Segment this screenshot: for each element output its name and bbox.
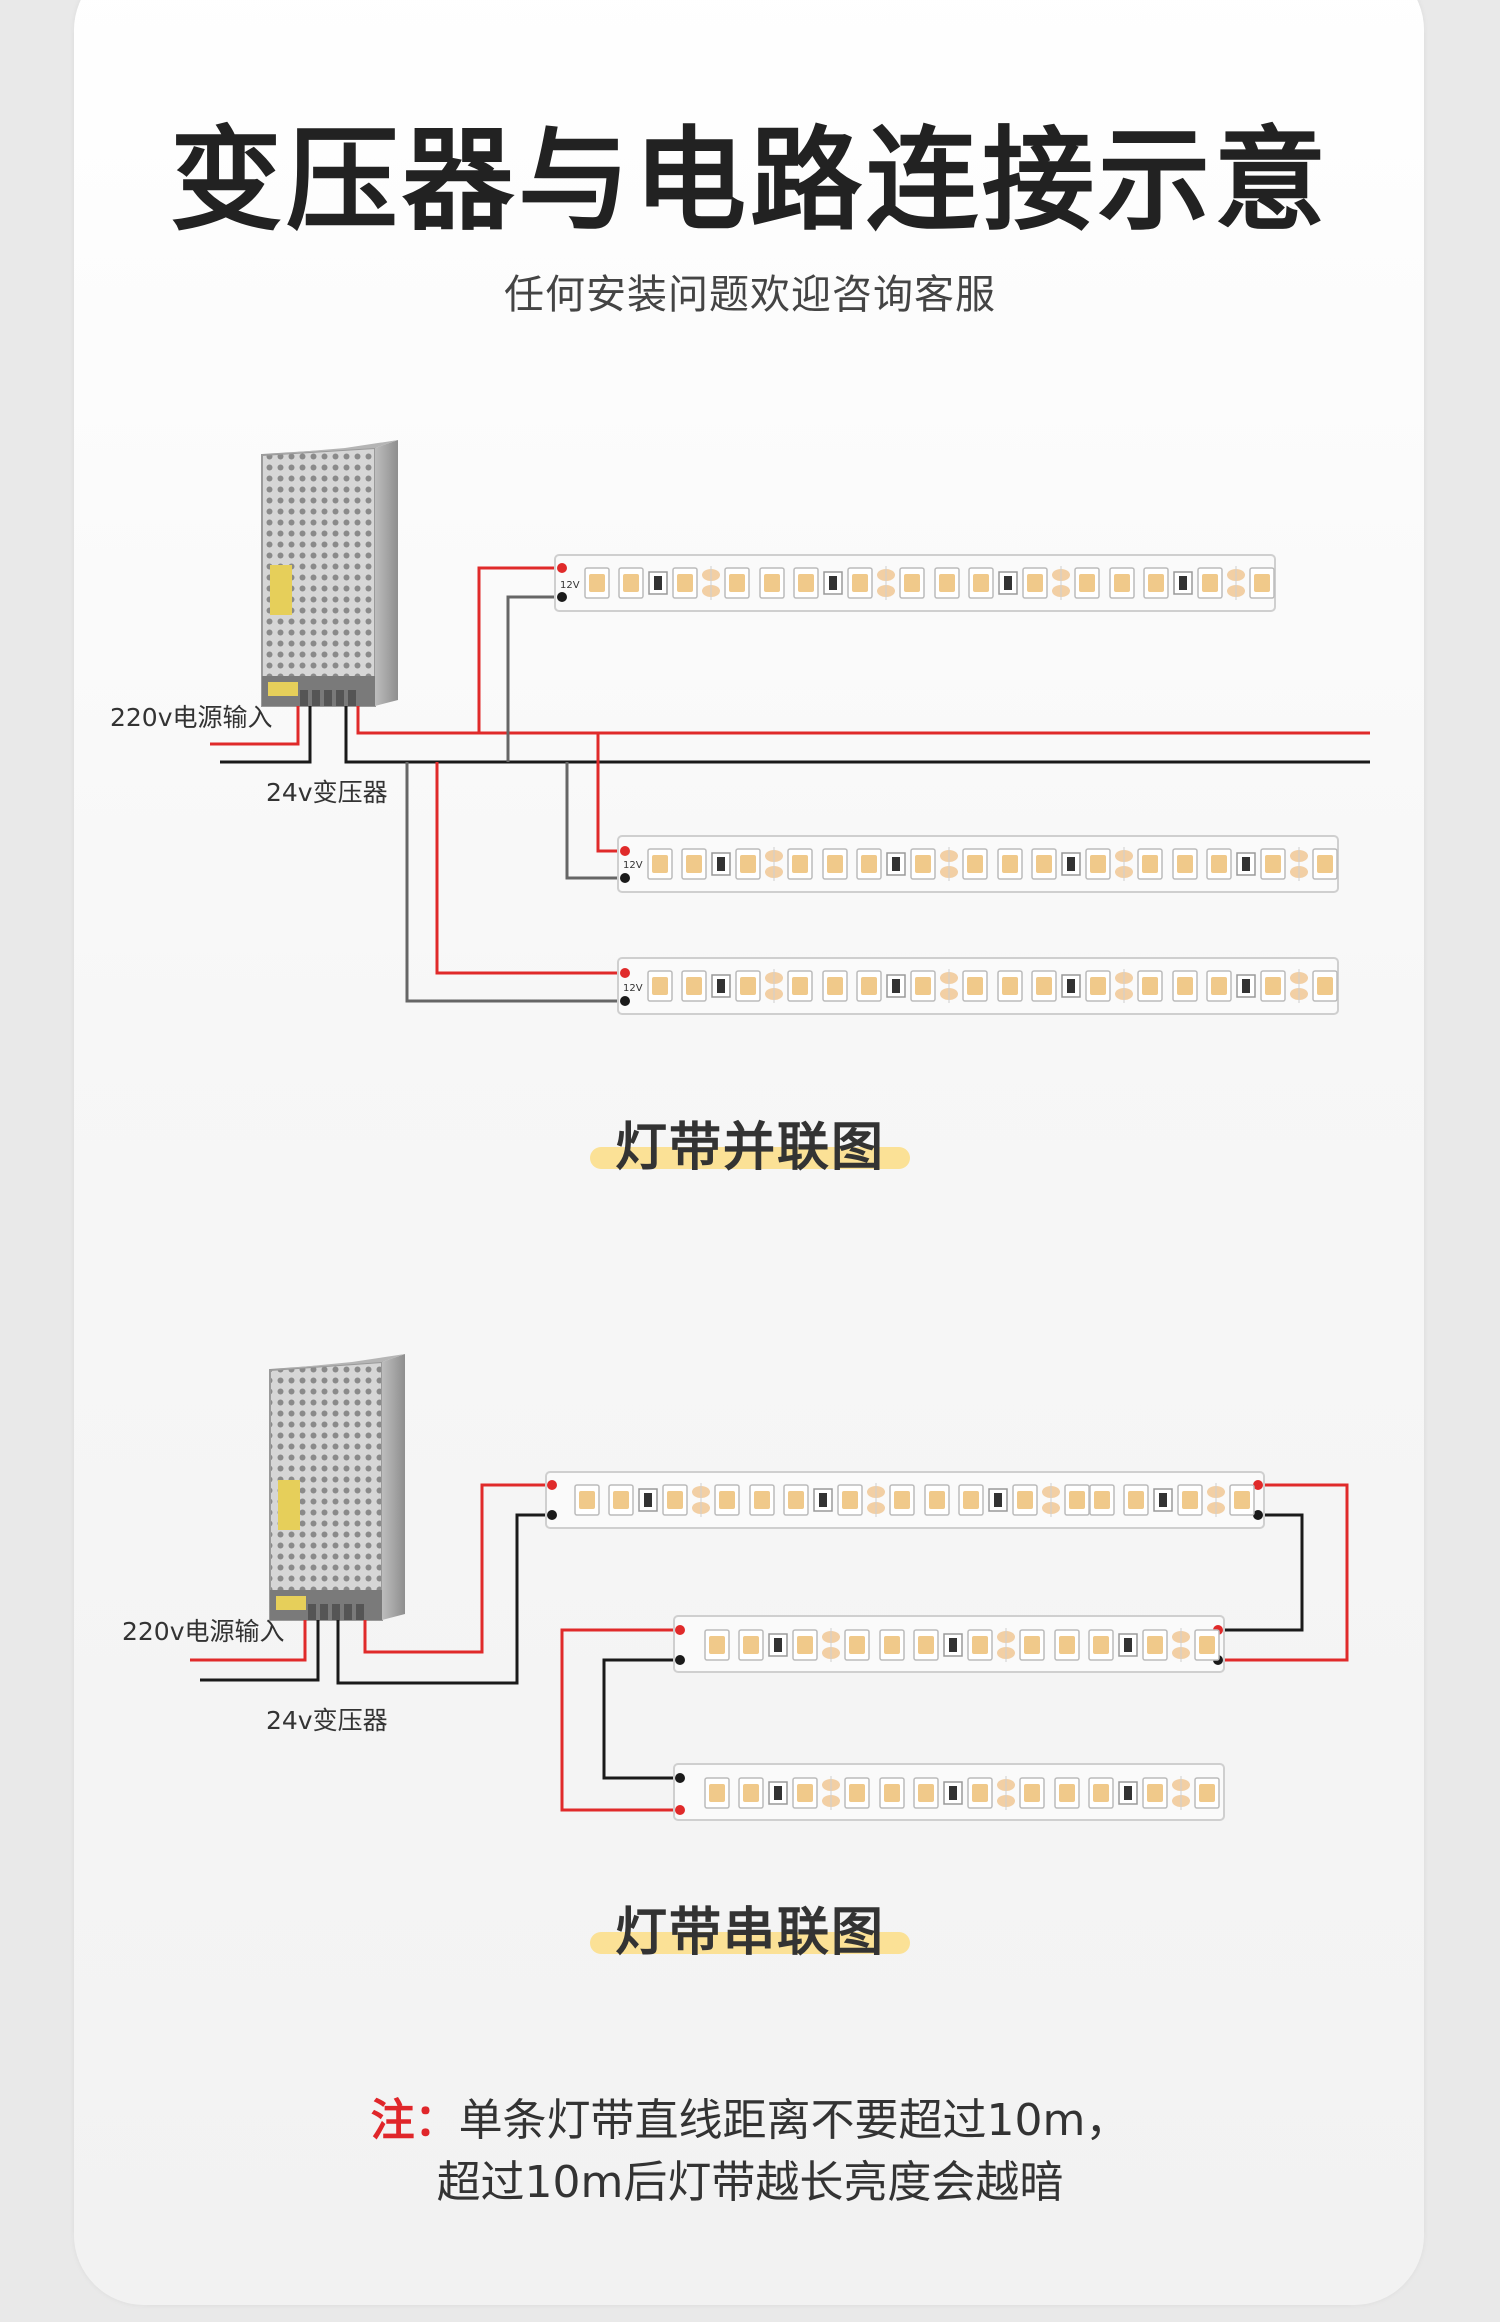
parallel-caption: 灯带并联图 [0, 1105, 1500, 1180]
note-prefix: 注： [370, 2095, 459, 2146]
input-wire-live [210, 706, 300, 746]
page-title: 变压器与电路连接示意 [170, 116, 1330, 246]
svg-text:12V: 12V [560, 580, 580, 591]
input-wire-neutral [220, 706, 312, 764]
parallel-caption-text: 灯带并联图 [614, 1118, 885, 1178]
note: 注：单条灯带直线距离不要超过10m， 超过10m后灯带越长亮度会越暗 [0, 2090, 1500, 2214]
led-strip-c [673, 1763, 1225, 1821]
series-diagram: 220v电源输入 24v变压器 [122, 1354, 1349, 1821]
transformer-image [261, 440, 398, 707]
input-label: 220v电源输入 [122, 1617, 285, 1646]
caption-highlight [590, 1147, 910, 1169]
page-subtitle: 任何安装问题欢迎咨询客服 [504, 272, 996, 318]
transformer-label: 24v变压器 [266, 778, 388, 807]
note-line-1-text: 单条灯带直线距离不要超过10m， [458, 2095, 1130, 2146]
bus-wire-negative [344, 706, 1370, 764]
series-caption-text: 灯带串联图 [614, 1903, 885, 1963]
led-strip-1: 12V [554, 554, 1276, 612]
led-strip-2: 12V [617, 835, 1339, 893]
led-strip-b [673, 1615, 1225, 1673]
parallel-diagram: 12V 12V 12V 220v电源输入 24v变压器 [110, 440, 1370, 1015]
led-strip-3: 12V [617, 957, 1339, 1015]
bus-wire-positive [356, 706, 1370, 735]
svg-text:12V: 12V [623, 860, 643, 871]
led-strip-a [545, 1471, 1265, 1529]
note-line-2: 超过10m后灯带越长亮度会越暗 [436, 2157, 1064, 2208]
transformer-image [269, 1354, 405, 1621]
caption-highlight [590, 1932, 910, 1954]
svg-text:12V: 12V [623, 983, 643, 994]
series-caption: 灯带串联图 [0, 1890, 1500, 1965]
transformer-label: 24v变压器 [266, 1706, 388, 1735]
note-line-1: 注：单条灯带直线距离不要超过10m， [0, 2090, 1500, 2152]
input-label: 220v电源输入 [110, 703, 273, 732]
